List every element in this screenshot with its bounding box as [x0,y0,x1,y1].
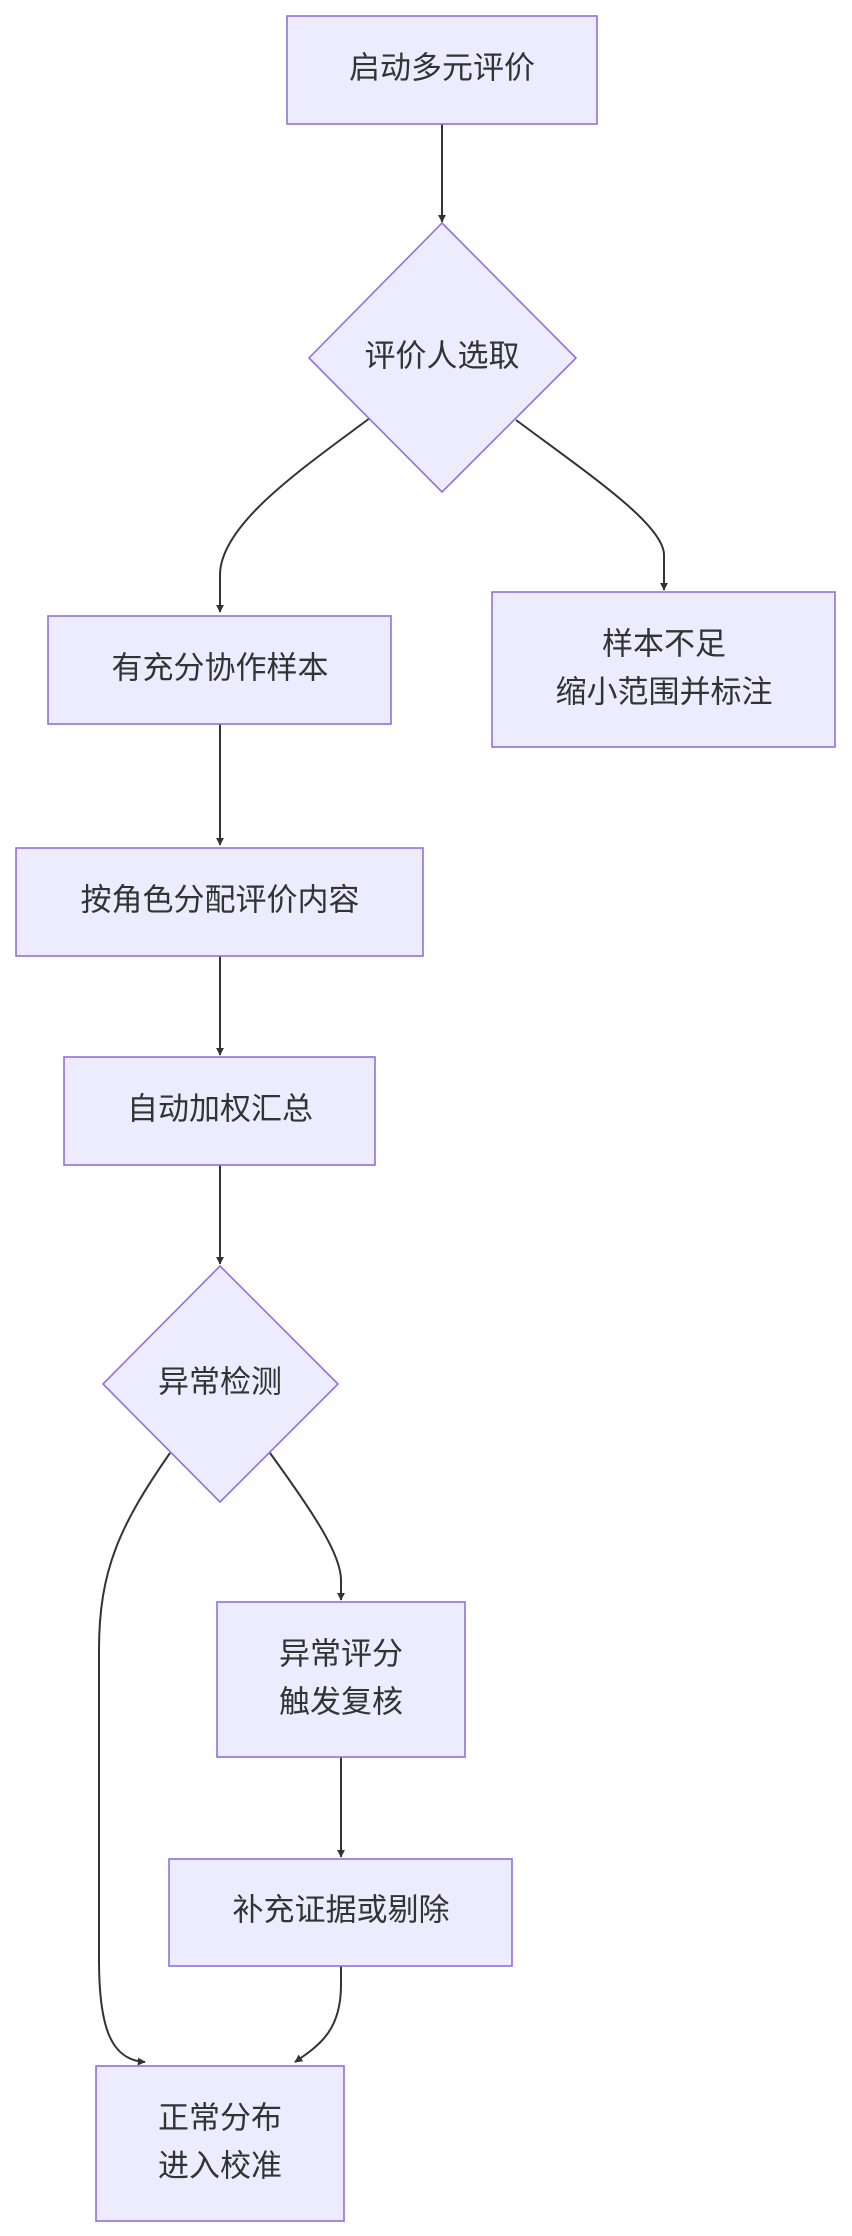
edge-anomaly-check-to-normal [98,1452,171,2066]
node-supplement-box [168,1858,513,1967]
node-assign-box [15,847,424,957]
node-normal: 正常分布 进入校准 [95,2065,345,2222]
node-enough-box [47,615,392,725]
edge-anomaly-check-to-anomaly-review [269,1452,345,1601]
node-anomaly-review: 异常评分 触发复核 [216,1601,466,1758]
node-start-label: 启动多元评价 [349,51,535,87]
node-start-box [286,15,598,125]
node-aggregate: 自动加权汇总 [63,1056,376,1166]
node-anomaly-check: 异常检测 [101,1264,340,1504]
node-assign: 按角色分配评价内容 [15,847,424,957]
node-anomaly-check-label: 异常检测 [158,1365,282,1401]
node-select-diamond [307,221,578,494]
node-anomaly-review-box [216,1601,466,1758]
edges [98,124,668,2066]
node-insufficient-box [491,591,836,748]
node-aggregate-box [63,1056,376,1166]
node-insufficient-line2: 缩小范围并标注 [556,675,773,711]
node-aggregate-label: 自动加权汇总 [127,1092,313,1128]
node-normal-line2: 进入校准 [158,2149,282,2185]
node-insufficient: 样本不足 缩小范围并标注 [491,591,836,748]
node-select: 评价人选取 [307,221,578,494]
node-enough: 有充分协作样本 [47,615,392,725]
node-supplement-label: 补充证据或剔除 [233,1893,450,1929]
node-start: 启动多元评价 [286,15,598,125]
edge-supplement-to-normal [294,1966,342,2063]
node-assign-label: 按角色分配评价内容 [81,883,360,919]
node-insufficient-line1: 样本不足 [602,627,726,663]
node-anomaly-review-line1: 异常评分 [279,1637,403,1673]
edge-select-to-insufficient [515,419,668,591]
edge-select-to-enough [216,417,371,613]
node-normal-box [95,2065,345,2222]
node-normal-line1: 正常分布 [158,2101,282,2137]
node-anomaly-review-line2: 触发复核 [279,1685,403,1721]
node-select-label: 评价人选取 [365,339,520,375]
node-anomaly-check-diamond [101,1264,340,1504]
node-enough-label: 有充分协作样本 [112,651,329,687]
node-supplement: 补充证据或剔除 [168,1858,513,1967]
